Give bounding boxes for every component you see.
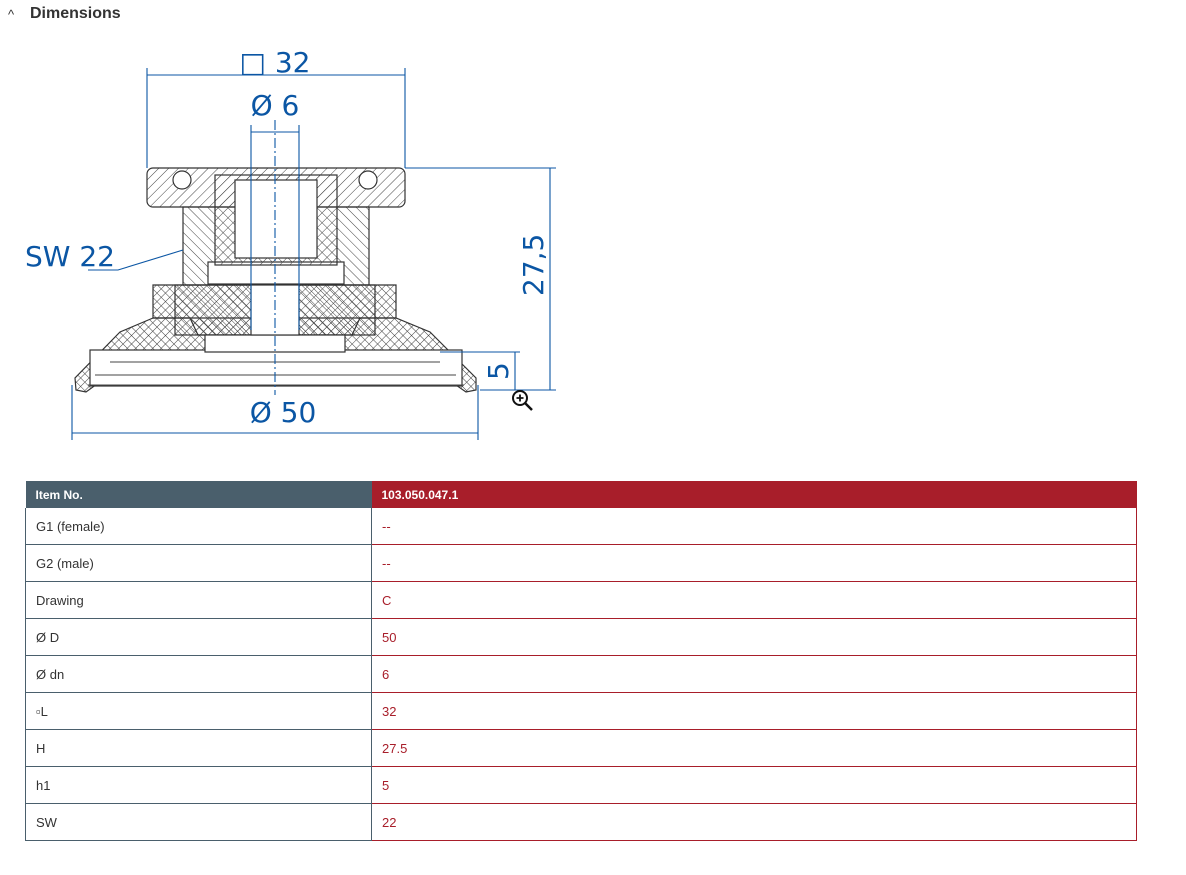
spec-value: 6	[371, 655, 1137, 693]
spec-label: Drawing	[25, 581, 372, 619]
table-row: G1 (female)--	[25, 508, 1137, 545]
spec-label: G1 (female)	[25, 508, 372, 545]
spec-label: SW	[25, 803, 372, 841]
spec-value: 50	[371, 618, 1137, 656]
spec-value: 27.5	[371, 729, 1137, 767]
square-dimension-label: □ 32	[240, 46, 311, 79]
spec-label: Ø dn	[25, 655, 372, 693]
spec-value: --	[371, 508, 1137, 545]
chevron-up-icon: ^	[8, 6, 15, 22]
specs-table: Item No. 103.050.047.1 G1 (female)--G2 (…	[25, 481, 1137, 841]
spec-label: H	[25, 729, 372, 767]
h1-label: 5	[482, 362, 515, 380]
item-no-header: Item No.	[25, 481, 372, 508]
spec-value: 32	[371, 692, 1137, 730]
height-label: 27,5	[517, 234, 550, 296]
spec-label: Ø D	[25, 618, 372, 656]
sw-label: SW 22	[25, 240, 115, 273]
table-row: G2 (male)--	[25, 544, 1137, 582]
spec-value: 5	[371, 766, 1137, 804]
spec-label: G2 (male)	[25, 544, 372, 582]
spec-label: ▫L	[25, 692, 372, 730]
zoom-in-icon[interactable]	[510, 388, 534, 412]
item-no-value: 103.050.047.1	[371, 481, 1137, 508]
spec-value: 22	[371, 803, 1137, 841]
outer-diameter-label: Ø 50	[250, 396, 317, 429]
table-header-row: Item No. 103.050.047.1	[25, 481, 1137, 508]
spec-value: --	[371, 544, 1137, 582]
bore-diameter-label: Ø 6	[251, 89, 300, 122]
spec-label: h1	[25, 766, 372, 804]
dimension-drawing: □ 32 Ø 6 SW 22 27,5 5 Ø 50	[25, 46, 556, 440]
spec-value: C	[371, 581, 1137, 619]
dimensions-section-toggle[interactable]: ^ Dimensions	[8, 5, 121, 23]
section-title: Dimensions	[30, 5, 121, 22]
